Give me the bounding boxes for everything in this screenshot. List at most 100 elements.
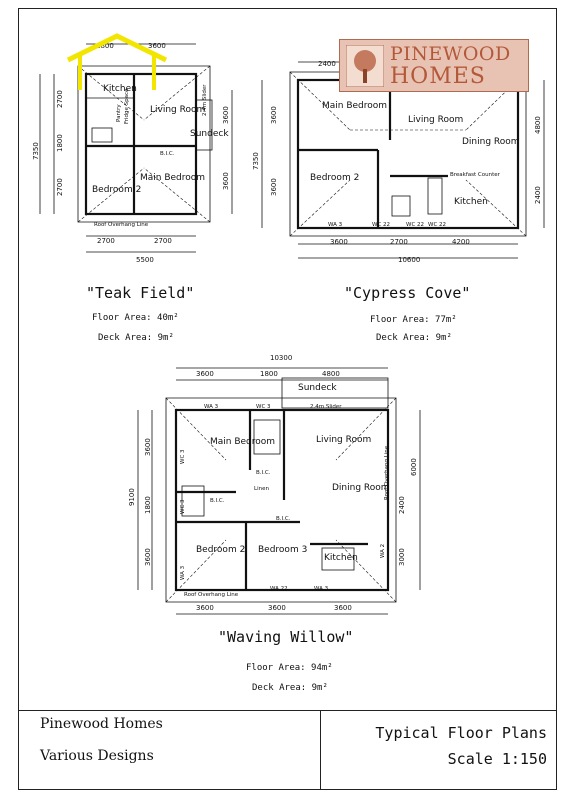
teak-note: Pantry (116, 104, 122, 122)
willow-outer-walls (174, 408, 390, 592)
footer-doc-title: Typical Floor Plans (375, 724, 547, 742)
cypress-room-label: Bedroom 2 (310, 173, 359, 183)
cypress-dim: 3600 (270, 106, 278, 124)
logo-line-2: HOMES (390, 64, 486, 89)
willow-dim: 3600 (268, 604, 286, 612)
footer-column-divider (320, 710, 321, 790)
willow-kitchen-fixture (321, 547, 355, 571)
cypress-dim: 4800 (534, 116, 542, 134)
cypress-room-label: Dining Room (462, 137, 520, 147)
willow-room-label: Linen (254, 486, 269, 492)
teak-room-label: Sundeck (190, 129, 229, 139)
drawing-sheet (18, 8, 557, 790)
plan-cypress-cove: 2400 10600 3600 2700 4200 7350 3600 3600… (252, 60, 545, 343)
willow-note: WC 3 (180, 449, 186, 464)
cypress-room-label: Main Bedroom (322, 101, 387, 111)
willow-room-label: B.I.C. (256, 470, 271, 476)
cypress-dim: 3600 (330, 238, 348, 246)
willow-dim: 3600 (196, 604, 214, 612)
plan-waving-willow: 10300 3600 1800 4800 9100 3600 1800 3600… (128, 354, 421, 693)
willow-hip-line (335, 539, 397, 603)
willow-bath-fixture (253, 419, 281, 455)
cypress-roof-outline (289, 71, 527, 237)
willow-roof-outline (165, 397, 397, 603)
teak-bath-fixture (91, 127, 113, 143)
teak-dim: 1800 (56, 134, 64, 152)
teak-dim: 1800 (96, 42, 114, 50)
willow-bath-fixture (181, 485, 205, 517)
teak-sundeck (195, 99, 213, 151)
willow-floor-area: Floor Area: 94m² (246, 663, 333, 673)
cypress-hip-line (465, 71, 527, 131)
teak-deck-area: Deck Area: 9m² (98, 333, 174, 343)
willow-dim: 3600 (334, 604, 352, 612)
willow-note: Roof Overhang Line (184, 592, 239, 598)
cypress-room-label: Breakfast Counter (450, 172, 501, 178)
willow-note: WA 3 (204, 404, 219, 410)
willow-note: WA 3 (180, 565, 186, 580)
teak-dim: 7350 (32, 142, 40, 160)
cypress-room-label: Kitchen (454, 197, 488, 207)
willow-dim: 3600 (196, 370, 214, 378)
teak-note: Fridge Space (124, 88, 130, 124)
cypress-bath-fixture (391, 195, 411, 217)
willow-dim: 1800 (260, 370, 278, 378)
footer-subtitle: Various Designs (40, 748, 154, 764)
cypress-room-label: Living Room (408, 115, 463, 125)
willow-sundeck (281, 377, 389, 409)
teak-dim: 2700 (97, 237, 115, 245)
willow-title: "Waving Willow" (218, 628, 353, 646)
home-icon (66, 33, 168, 90)
willow-room-label: Dining Room (332, 483, 390, 493)
footer-company: Pinewood Homes (40, 716, 163, 732)
teak-note: 2.4m Slider (202, 84, 208, 116)
cypress-floor-area: Floor Area: 77m² (370, 315, 457, 325)
willow-dim: 3000 (398, 548, 406, 566)
teak-dim: 3600 (148, 42, 166, 50)
cypress-dim: 4200 (452, 238, 470, 246)
willow-hip-line (165, 539, 227, 603)
cypress-dim: 2400 (318, 60, 336, 68)
cypress-title: "Cypress Cove" (344, 284, 470, 302)
willow-room-label: Sundeck (298, 383, 337, 393)
cypress-dim: 7350 (252, 152, 260, 170)
cypress-dim: 2400 (534, 186, 542, 204)
teak-dim: 5500 (136, 256, 154, 264)
footer-scale: Scale 1:150 (447, 750, 547, 768)
logo-line-1: PINEWOOD (390, 43, 511, 65)
willow-dim: 2400 (398, 496, 406, 514)
cypress-dim: 2700 (390, 238, 408, 246)
willow-deck-area: Deck Area: 9m² (252, 683, 328, 693)
willow-note: WC 3 (256, 404, 271, 410)
teak-room-label: Kitchen (103, 84, 137, 94)
teak-note: Roof Overhang Line (94, 222, 149, 228)
teak-room-label: Bedroom 2 (92, 185, 141, 195)
cypress-note: WC 22 (428, 222, 446, 228)
willow-room-label: B.I.C. (210, 498, 225, 504)
cypress-note: WA 3 (328, 222, 343, 228)
teak-room-label: Main Bedroom (140, 173, 205, 183)
willow-dim: 1800 (144, 496, 152, 514)
teak-title: "Teak Field" (86, 284, 194, 302)
willow-room-label: Bedroom 3 (258, 545, 307, 555)
teak-room-label: B.I.C. (160, 151, 175, 157)
willow-room-label: Living Room (316, 435, 371, 445)
cypress-dim: 10600 (398, 256, 420, 264)
teak-dim: 3600 (222, 106, 230, 124)
willow-note: WA 3 (314, 586, 329, 592)
teak-floor-area: Floor Area: 40m² (92, 313, 179, 323)
cypress-hip-line (289, 71, 351, 131)
willow-room-label: Kitchen (324, 553, 358, 563)
willow-dim: 9100 (128, 488, 136, 506)
teak-room-label: Living Room (150, 105, 205, 115)
tree-icon (346, 45, 384, 87)
teak-dim: 2700 (56, 90, 64, 108)
company-logo: PINEWOOD HOMES (339, 39, 529, 92)
teak-dim: 2700 (154, 237, 172, 245)
cypress-hip-line (465, 179, 527, 237)
willow-room-label: Main Bedroom (210, 437, 275, 447)
willow-note: WA 22 (270, 586, 288, 592)
willow-note: 2.4m Slider (310, 404, 342, 410)
teak-hip-line (143, 65, 211, 121)
